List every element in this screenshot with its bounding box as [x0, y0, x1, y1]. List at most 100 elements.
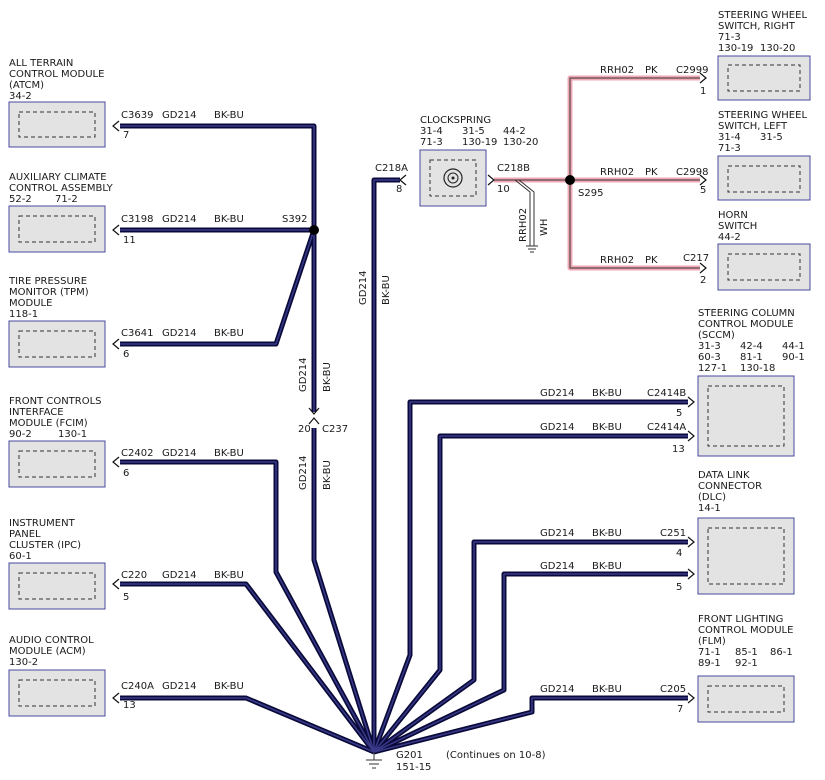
- wire-circuit: RRH02: [600, 167, 634, 178]
- module-label: STEERING COLUMN: [698, 308, 795, 319]
- pin-number: 5: [676, 408, 682, 419]
- module-ref: 42-4: [740, 341, 763, 352]
- s392-splice: [309, 225, 319, 235]
- module-label: (ATCM): [9, 80, 44, 91]
- wire-color: BK-BU: [592, 684, 622, 695]
- steering-wheel-switch-right: STEERING WHEEL SWITCH, RIGHT 71-3 130-19…: [676, 10, 811, 101]
- wire-color: BK-BU: [592, 422, 622, 433]
- wire-circuit: GD214: [298, 357, 309, 392]
- wire-circuit: GD214: [540, 422, 575, 433]
- wire-color: BK-BU: [214, 214, 244, 225]
- module-ref: 52-2: [9, 194, 32, 205]
- module-label: AUXILIARY CLIMATE: [9, 172, 107, 183]
- connector-label: C205: [660, 684, 686, 695]
- sccm-module: STEERING COLUMN CONTROL MODULE (SCCM) 31…: [647, 308, 805, 457]
- connector-label: C2999: [676, 65, 708, 76]
- wire-color: BK-BU: [592, 528, 622, 539]
- module-label: SWITCH, LEFT: [718, 121, 788, 132]
- pin-number: 5: [123, 592, 129, 603]
- wire-color: BK-BU: [322, 460, 333, 490]
- acm-module: AUDIO CONTROL MODULE (ACM) 130-2 C240A 1…: [8, 635, 154, 717]
- module-label: FRONT CONTROLS: [9, 396, 102, 407]
- module-ref: 90-1: [782, 352, 805, 363]
- wire-circuit: GD214: [540, 528, 575, 539]
- wire-circuit: GD214: [162, 214, 197, 225]
- module-ref: 92-1: [735, 658, 758, 669]
- wire-circuit: GD214: [540, 561, 575, 572]
- module-ref: 60-1: [9, 551, 32, 562]
- wire-color: PK: [645, 167, 658, 178]
- module-label: AUDIO CONTROL: [9, 635, 94, 646]
- module-ref: 81-1: [740, 352, 763, 363]
- module-label: STEERING WHEEL: [718, 10, 807, 21]
- fcim-module: FRONT CONTROLS INTERFACE MODULE (FCIM) 9…: [8, 396, 153, 488]
- gd214-wires: [120, 123, 688, 755]
- module-ref: 44-2: [503, 126, 526, 137]
- tpm-module: TIRE PRESSURE MONITOR (TPM) MODULE 118-1…: [8, 276, 153, 368]
- pk-wire-labels: RRH02 PK RRH02 PK RRH02 PK: [600, 65, 658, 266]
- module-ref: 71-3: [718, 32, 741, 43]
- wire-color: BK-BU: [214, 681, 244, 692]
- module-label: MONITOR (TPM): [9, 287, 89, 298]
- wire-circuit: GD214: [162, 570, 197, 581]
- module-label: FRONT LIGHTING: [698, 614, 783, 625]
- module-ref: 44-1: [782, 341, 805, 352]
- wire-circuit: GD214: [540, 684, 575, 695]
- continuation-note[interactable]: (Continues on 10-8): [446, 750, 546, 761]
- wh-drain-wire: [514, 179, 538, 253]
- module-label: CLOCKSPRING: [420, 115, 491, 126]
- module-ref: 130-20: [760, 43, 795, 54]
- module-label: INSTRUMENT: [9, 518, 76, 529]
- module-label: CONNECTOR: [698, 481, 762, 492]
- pin-number: 5: [676, 582, 682, 593]
- right-wire-labels: GD214 BK-BU GD214 BK-BU GD214 BK-BU GD21…: [540, 388, 622, 695]
- pin-number: 8: [396, 184, 402, 195]
- dlc-module: DATA LINK CONNECTOR (DLC) 14-1 C251 4 5: [660, 470, 795, 595]
- module-ref: 44-2: [718, 232, 741, 243]
- module-label: MODULE (FCIM): [9, 418, 88, 429]
- module-label: STEERING WHEEL: [718, 110, 807, 121]
- wire-color: BK-BU: [214, 448, 244, 459]
- module-label: CONTROL ASSEMBLY: [9, 183, 114, 194]
- connector-label: C251: [660, 528, 686, 539]
- module-ref: 90-2: [9, 429, 32, 440]
- module-ref: 31-4: [718, 132, 741, 143]
- module-label: PANEL: [9, 529, 41, 540]
- pin-number: 1: [700, 86, 706, 97]
- module-label: MODULE: [9, 298, 52, 309]
- steering-wheel-switch-left: STEERING WHEEL SWITCH, LEFT 31-4 31-5 71…: [676, 110, 811, 201]
- module-label: HORN: [718, 210, 748, 221]
- acca-module: AUXILIARY CLIMATE CONTROL ASSEMBLY 52-2 …: [8, 172, 153, 253]
- module-ref: 71-3: [718, 143, 741, 154]
- module-label: SWITCH, RIGHT: [718, 21, 796, 32]
- ground-label: G201: [396, 750, 423, 761]
- wire-circuit: RRH02: [518, 208, 529, 242]
- module-ref: 130-20: [503, 137, 538, 148]
- module-ref: 31-3: [698, 341, 721, 352]
- module-ref: 127-1: [698, 363, 727, 374]
- module-label: (FLM): [698, 636, 726, 647]
- connector-label: C2414B: [647, 388, 686, 399]
- connector-label: C237: [322, 424, 348, 435]
- connector-label: C2414A: [647, 422, 686, 433]
- wire-color: BK-BU: [214, 110, 244, 121]
- module-ref: 60-3: [698, 352, 721, 363]
- module-ref: 31-5: [760, 132, 783, 143]
- connector-label: C217: [683, 253, 709, 264]
- connector-label: C220: [121, 570, 147, 581]
- wire-color: PK: [645, 255, 658, 266]
- connector-label: C240A: [121, 681, 154, 692]
- connector-label: C3641: [121, 328, 153, 339]
- wire-color: BK-BU: [381, 275, 392, 305]
- wire-circuit: GD214: [162, 681, 197, 692]
- module-ref: 31-4: [420, 126, 443, 137]
- ipc-module: INSTRUMENT PANEL CLUSTER (IPC) 60-1 C220…: [8, 518, 147, 610]
- module-label: (SCCM): [698, 330, 735, 341]
- rrh02-wires: [494, 75, 700, 271]
- module-label: MODULE (ACM): [9, 646, 86, 657]
- module-label: DATA LINK: [698, 470, 750, 481]
- wire-circuit: GD214: [358, 270, 369, 305]
- module-ref: 14-1: [698, 503, 721, 514]
- clockspring-module: CLOCKSPRING 31-4 31-5 44-2 71-3 130-19 1…: [419, 115, 538, 207]
